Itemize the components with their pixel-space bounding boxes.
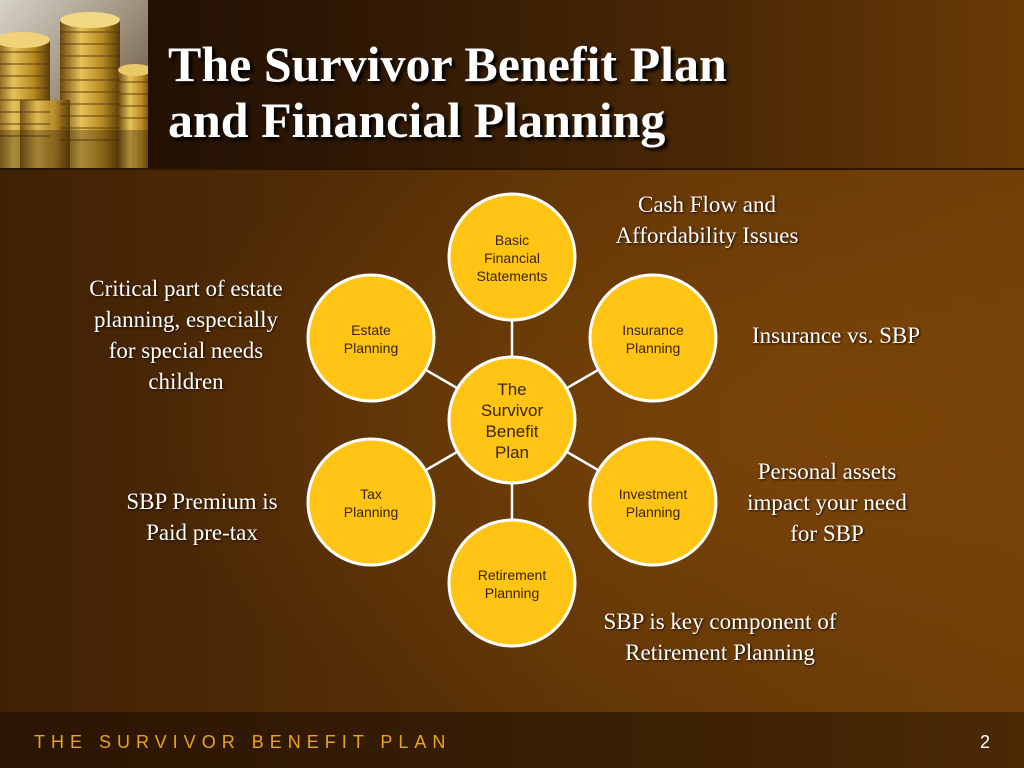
annotation-line: Affordability Issues: [615, 223, 799, 248]
coin-stacks-image: [0, 0, 148, 168]
node-tax-planning: [306, 437, 436, 567]
annotation-retirement: SBP is key component of Retirement Plann…: [566, 606, 874, 668]
node-label-line: Planning: [343, 340, 399, 356]
annotation-line: for special needs: [108, 338, 264, 363]
node-label-line: Tax: [360, 486, 382, 502]
annotation-investment: Personal assets impact your need for SBP: [712, 456, 942, 549]
node-label-line: Insurance: [622, 322, 684, 338]
node-label-line: Estate: [351, 322, 391, 338]
annotation-line: impact your need: [747, 490, 907, 515]
footer-bar: [0, 712, 1024, 768]
annotation-estate: Critical part of estate planning, especi…: [52, 273, 320, 397]
node-center-survivor-benefit-plan: [447, 355, 577, 485]
node-label-line: Benefit: [485, 422, 539, 441]
slide-title: The Survivor Benefit Plan and Financial …: [168, 36, 1008, 148]
node-label-line: Basic: [494, 232, 530, 248]
node-investment-planning: [588, 437, 718, 567]
node-label-line: Statements: [476, 268, 548, 284]
page-number: 2: [979, 732, 990, 752]
node-label-line: Retirement: [477, 567, 547, 583]
node-retirement-planning: [447, 518, 577, 648]
node-label-insurance: Insurance Planning: [593, 321, 713, 357]
node-label-line: Planning: [625, 504, 681, 520]
annotation-insurance: Insurance vs. SBP: [722, 320, 950, 351]
annotation-line: children: [148, 369, 224, 394]
annotation-line: Retirement Planning: [625, 640, 815, 665]
node-label-line: Plan: [494, 443, 530, 462]
slide-title-line-2: and Financial Planning: [168, 92, 666, 148]
node-insurance-planning: [588, 273, 718, 403]
slide-title-line-1: The Survivor Benefit Plan: [168, 36, 727, 92]
gold-coin-stacks-icon: [0, 0, 148, 168]
annotation-line: SBP is key component of: [603, 609, 837, 634]
node-label-line: Survivor: [480, 401, 544, 420]
annotation-line: planning, especially: [94, 307, 278, 332]
node-label-center: The Survivor Benefit Plan: [450, 379, 574, 463]
node-estate-planning: [306, 273, 436, 403]
node-label-line: Planning: [484, 585, 540, 601]
footer-title: THE SURVIVOR BENEFIT PLAN: [34, 732, 452, 752]
annotation-line: Paid pre-tax: [146, 520, 258, 545]
node-label-basic: Basic Financial Statements: [452, 231, 572, 285]
node-label-line: The: [497, 380, 527, 399]
node-label-line: Investment: [618, 486, 688, 502]
node-label-line: Financial: [483, 250, 541, 266]
annotation-line: SBP Premium is: [126, 489, 278, 514]
node-basic-financial-statements: [447, 192, 577, 322]
annotation-line: Insurance vs. SBP: [751, 323, 921, 348]
node-label-tax: Tax Planning: [311, 485, 431, 521]
annotation-line: for SBP: [790, 521, 864, 546]
header-divider: [0, 168, 1024, 170]
annotation-tax: SBP Premium is Paid pre-tax: [92, 486, 312, 548]
annotation-cash-flow: Cash Flow and Affordability Issues: [576, 189, 838, 251]
annotation-line: Personal assets: [757, 459, 897, 484]
node-label-investment: Investment Planning: [593, 485, 713, 521]
node-label-line: Planning: [343, 504, 399, 520]
node-label-line: Planning: [625, 340, 681, 356]
annotation-line: Critical part of estate: [89, 276, 283, 301]
node-label-retirement: Retirement Planning: [452, 566, 572, 602]
annotation-line: Cash Flow and: [638, 192, 776, 217]
header-bar: [0, 0, 1024, 168]
node-label-estate: Estate Planning: [311, 321, 431, 357]
